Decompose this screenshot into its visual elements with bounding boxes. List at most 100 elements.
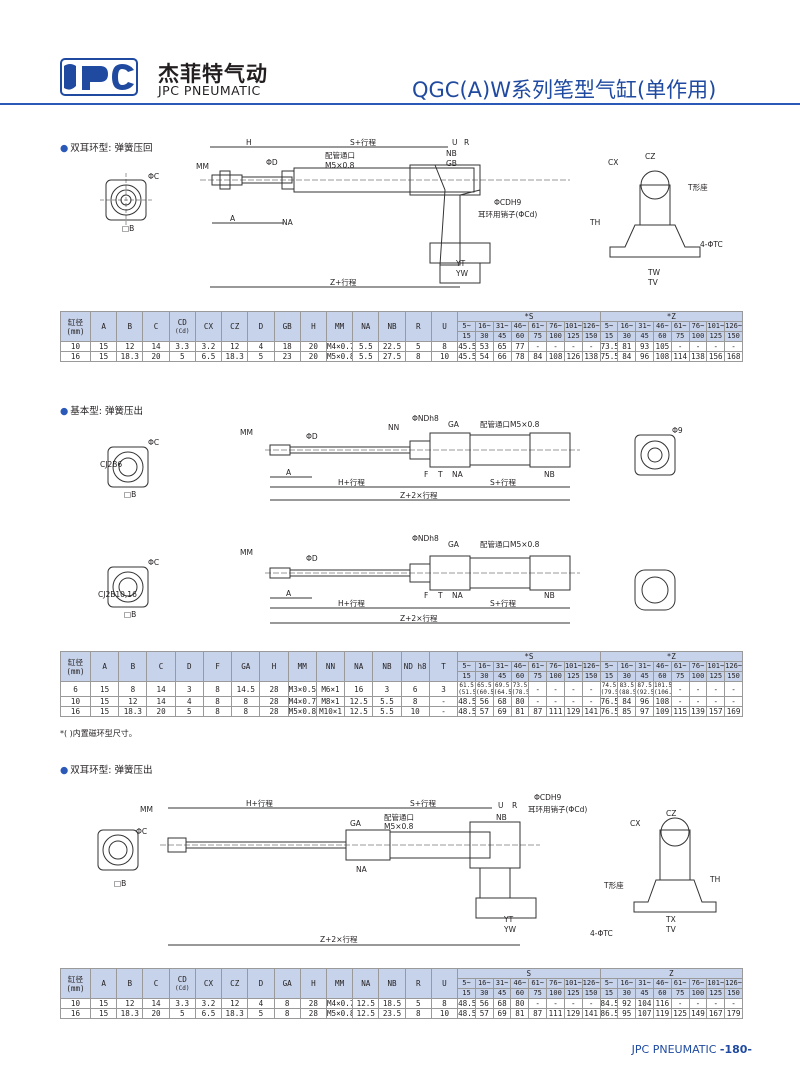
table-cell: 75.5 bbox=[599, 351, 619, 362]
table-cell: 20 bbox=[146, 706, 176, 717]
svg-text:NB: NB bbox=[544, 591, 555, 600]
table-cell: 141 bbox=[581, 706, 601, 717]
jpc-logo bbox=[60, 58, 138, 96]
svg-text:CX: CX bbox=[630, 819, 640, 828]
range-header-top: 126~ bbox=[581, 978, 601, 989]
table-cell: 16 bbox=[344, 681, 374, 697]
table-cell: - bbox=[706, 681, 726, 697]
range-header-bottom: 75 bbox=[528, 671, 548, 682]
range-header-bottom: 60 bbox=[652, 331, 672, 342]
table-cell: 5 bbox=[247, 351, 275, 362]
svg-text:NB: NB bbox=[446, 149, 457, 158]
table-cell: 22.5 bbox=[378, 341, 406, 352]
table-cell: 12 bbox=[116, 341, 144, 352]
range-header-top: 16~ bbox=[617, 321, 637, 332]
range-header-bottom: 60 bbox=[510, 671, 530, 682]
range-header-top: 61~ bbox=[670, 661, 690, 672]
table-cell: 126 bbox=[563, 351, 583, 362]
table-cell: 141 bbox=[581, 1008, 601, 1019]
range-header-bottom: 45 bbox=[492, 988, 512, 999]
table-cell: 78 bbox=[510, 351, 530, 362]
table-cell: 68 bbox=[492, 998, 512, 1009]
range-header-top: 61~ bbox=[670, 978, 690, 989]
table-cell: 14 bbox=[142, 998, 170, 1009]
svg-text:CX: CX bbox=[608, 158, 618, 167]
svg-text:F: F bbox=[424, 591, 428, 600]
range-header-top: 31~ bbox=[635, 978, 654, 989]
footer-brand: JPC PNEUMATIC bbox=[631, 1043, 717, 1056]
table-cell: 96 bbox=[635, 351, 654, 362]
range-header-bottom: 150 bbox=[724, 331, 743, 342]
table-cell: 65.5 (60.5) bbox=[474, 681, 494, 697]
svg-text:A: A bbox=[286, 468, 292, 477]
table-cell: 5.5 bbox=[352, 341, 380, 352]
table-cell: - bbox=[670, 341, 690, 352]
table-cell: 28 bbox=[299, 998, 327, 1009]
range-header-top: 16~ bbox=[617, 661, 637, 672]
table-cell: - bbox=[546, 998, 565, 1009]
table-cell: 3 bbox=[428, 681, 459, 697]
table-cell: M5×0.8 bbox=[287, 706, 317, 717]
table-cell: 86.5 bbox=[599, 1008, 619, 1019]
table-cell: 84 bbox=[617, 696, 637, 707]
svg-text:S+行程: S+行程 bbox=[410, 798, 437, 808]
table-cell: - bbox=[528, 681, 548, 697]
table-cell: 5 bbox=[404, 341, 432, 352]
table-cell: 23.5 bbox=[378, 1008, 406, 1019]
range-header-top: 16~ bbox=[474, 661, 494, 672]
table-cell: 111 bbox=[546, 706, 565, 717]
table-cell: 8 bbox=[231, 696, 261, 707]
table-cell: 45.5 bbox=[457, 351, 476, 362]
table-cell: 3 bbox=[174, 681, 204, 697]
range-header-bottom: 125 bbox=[706, 331, 726, 342]
range-header-bottom: 45 bbox=[492, 331, 512, 342]
table-cell: 8 bbox=[118, 681, 148, 697]
table-cell: 12 bbox=[118, 696, 148, 707]
table-cell: 5 bbox=[168, 1008, 196, 1019]
range-header-bottom: 30 bbox=[617, 671, 637, 682]
table-cell: 8 bbox=[273, 1008, 301, 1019]
svg-text:配管通口M5×0.8: 配管通口M5×0.8 bbox=[480, 539, 540, 549]
table-cell: 14 bbox=[146, 681, 176, 697]
table-cell: - bbox=[724, 681, 743, 697]
svg-text:Z+2×行程: Z+2×行程 bbox=[400, 490, 438, 500]
table-cell: 48.5 bbox=[457, 706, 476, 717]
svg-text:ΦNDh8: ΦNDh8 bbox=[412, 534, 439, 543]
svg-text:CJ2B6: CJ2B6 bbox=[100, 460, 122, 469]
svg-text:YW: YW bbox=[503, 925, 517, 934]
table-cell: 48.5 bbox=[457, 998, 476, 1009]
svg-text:NB: NB bbox=[496, 813, 507, 822]
range-header-bottom: 100 bbox=[688, 671, 708, 682]
svg-text:Z+行程: Z+行程 bbox=[330, 277, 357, 287]
table-cell: - bbox=[563, 341, 583, 352]
table-cell: 12.5 bbox=[352, 1008, 380, 1019]
table-cell: M6×1 bbox=[315, 681, 346, 697]
table-cell: 54 bbox=[474, 351, 494, 362]
svg-text:ΦCDH9: ΦCDH9 bbox=[534, 793, 562, 802]
table-cell: - bbox=[563, 681, 583, 697]
table-cell: 83.5 (88.5) bbox=[617, 681, 637, 697]
table-cell: - bbox=[724, 341, 743, 352]
range-header-bottom: 75 bbox=[670, 988, 690, 999]
svg-text:Z+2×行程: Z+2×行程 bbox=[320, 934, 358, 944]
table-cell: 107 bbox=[635, 1008, 654, 1019]
table-cell: 5.5 bbox=[352, 351, 380, 362]
table-cell: 15 bbox=[89, 351, 118, 362]
table-cell: 69 bbox=[492, 706, 512, 717]
range-header-bottom: 45 bbox=[492, 671, 512, 682]
svg-text:MM: MM bbox=[240, 428, 253, 437]
svg-text:TW: TW bbox=[647, 268, 661, 277]
table-cell: 8 bbox=[273, 998, 301, 1009]
table-cell: - bbox=[706, 696, 726, 707]
table-cell: 109 bbox=[652, 706, 672, 717]
range-header-top: 61~ bbox=[528, 978, 548, 989]
svg-text:A: A bbox=[230, 214, 236, 223]
table-cell: 157 bbox=[706, 706, 726, 717]
table-cell: 167 bbox=[706, 1008, 726, 1019]
range-header-bottom: 30 bbox=[474, 671, 494, 682]
range-header-top: 31~ bbox=[635, 661, 654, 672]
table-cell: 53 bbox=[474, 341, 494, 352]
table-cell: 14 bbox=[142, 341, 170, 352]
